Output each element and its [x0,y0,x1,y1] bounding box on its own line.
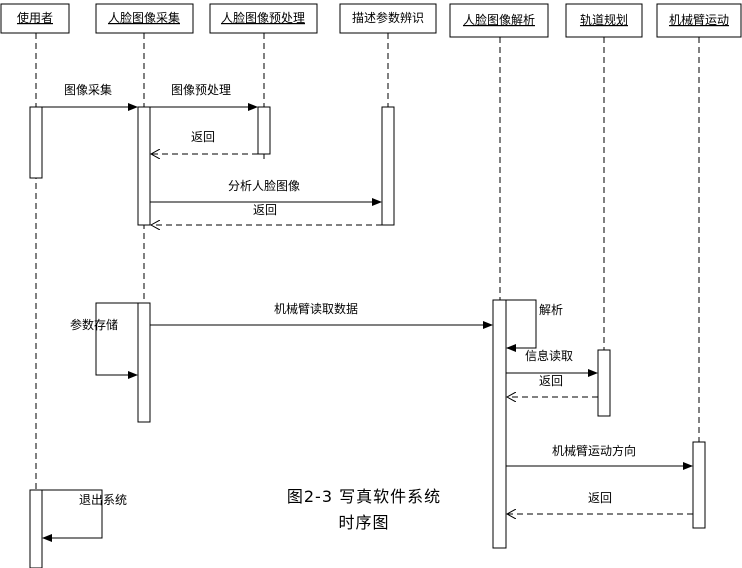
object-label-user: 使用者 [17,10,53,25]
activation-arm-1 [692,441,706,529]
activation-parse-1 [492,299,507,549]
message-label-return-2: 返回 [253,203,277,217]
object-trajectory: 轨道规划 [565,3,643,38]
message-arrow-exit-system [42,489,103,542]
object-parse: 人脸图像解析 [449,3,549,38]
activation-user-2 [29,489,43,568]
object-label-trajectory: 轨道规划 [580,12,628,27]
message-label-arm-read-data: 机械臂读取数据 [274,301,358,316]
message-label-preprocess: 图像预处理 [171,83,231,97]
object-capture: 人脸图像采集 [95,3,194,34]
activation-describe-1 [381,106,395,226]
object-describe: 描述参数辨识 [339,3,437,34]
activation-capture-2 [137,302,151,423]
activation-capture-1 [137,106,151,226]
object-label-parse: 人脸图像解析 [463,13,535,27]
figure-caption-line2: 时序图 [338,513,389,532]
message-label-read-info: 信息读取 [525,348,573,363]
message-arrow-store-params [95,302,138,379]
object-arm: 机械臂运动 [656,3,742,38]
message-label-arm-direction: 机械臂运动方向 [552,443,636,458]
message-label-exit-system: 退出系统 [79,493,127,507]
message-label-return-1: 返回 [191,130,215,144]
message-label-analyze-face: 分析人脸图像 [228,179,300,193]
message-label-return-4: 返回 [588,491,612,505]
object-preprocess: 人脸图像预处理 [209,3,318,34]
activation-user-1 [29,106,43,179]
object-label-arm: 机械臂运动 [669,12,729,27]
figure-caption-line1: 图2-3 写真软件系统 [287,487,441,506]
object-label-capture: 人脸图像采集 [108,10,180,25]
activation-trajectory-1 [597,349,611,417]
message-label-return-3: 返回 [539,374,563,388]
message-label-parse-self: 解析 [539,303,563,317]
message-label-store-params: 参数存储 [70,317,118,332]
object-label-describe: 描述参数辨识 [352,10,424,25]
object-label-preprocess: 人脸图像预处理 [221,11,305,25]
object-user: 使用者 [0,3,70,34]
activation-preprocess-1 [257,106,271,155]
message-arrow-parse-self [506,299,537,352]
message-label-capture-image: 图像采集 [64,82,112,97]
